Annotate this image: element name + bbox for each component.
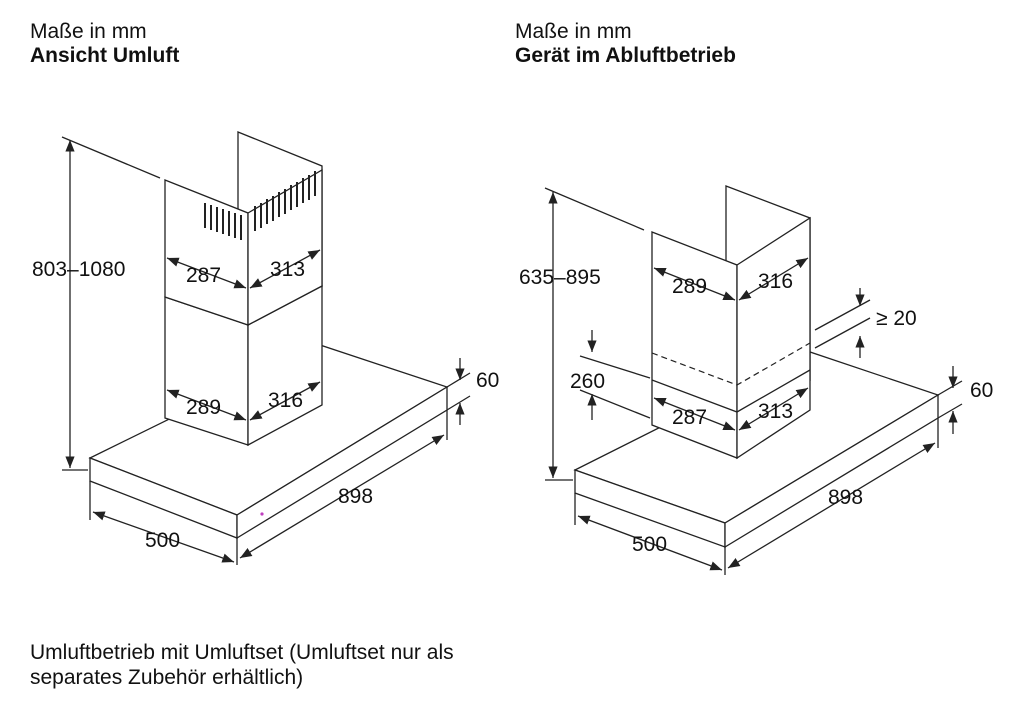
right-hood-drawing: 635–895 289 316 ≥ 20 260 287 313 60 898 … <box>519 185 993 575</box>
right-overlap-dashed-line <box>651 342 811 386</box>
footnote: Umluftbetrieb mit Umluftset (Umluftset n… <box>30 641 454 689</box>
right-height-label: 635–895 <box>519 266 601 289</box>
left-height-label: 803–1080 <box>32 258 125 281</box>
left-units-label: Maße in mm <box>30 20 147 43</box>
left-indicator-dot <box>260 512 264 516</box>
right-lower-chimney-right-label: 313 <box>758 400 793 423</box>
left-upper-chimney-left-label: 287 <box>186 264 221 287</box>
left-canopy-thickness-label: 60 <box>476 369 499 392</box>
right-units-label: Maße in mm <box>515 20 632 43</box>
left-view-title: Ansicht Umluft <box>30 44 180 67</box>
right-canopy-thickness-label: 60 <box>970 379 993 402</box>
left-vent-slots <box>204 171 316 240</box>
left-width-label: 898 <box>338 485 373 508</box>
right-width-label: 898 <box>828 486 863 509</box>
right-lower-chimney-left-label: 287 <box>672 406 707 429</box>
left-lower-chimney-right-label: 316 <box>268 389 303 412</box>
left-lower-chimney-left-label: 289 <box>186 396 221 419</box>
right-overlap-label: 260 <box>570 370 605 393</box>
left-upper-chimney-right-label: 313 <box>270 258 305 281</box>
left-depth-label: 500 <box>145 529 180 552</box>
right-upper-chimney-right-label: 316 <box>758 270 793 293</box>
right-view-title: Gerät im Abluftbetrieb <box>515 44 736 67</box>
right-header: Maße in mm Gerät im Abluftbetrieb <box>515 20 736 68</box>
right-depth-label: 500 <box>632 533 667 556</box>
left-hood-drawing: 803–1080 287 313 289 316 60 898 500 <box>32 131 499 565</box>
right-clearance-label: ≥ 20 <box>876 307 917 330</box>
right-upper-chimney-left-label: 289 <box>672 275 707 298</box>
left-header: Maße in mm Ansicht Umluft <box>30 20 179 68</box>
